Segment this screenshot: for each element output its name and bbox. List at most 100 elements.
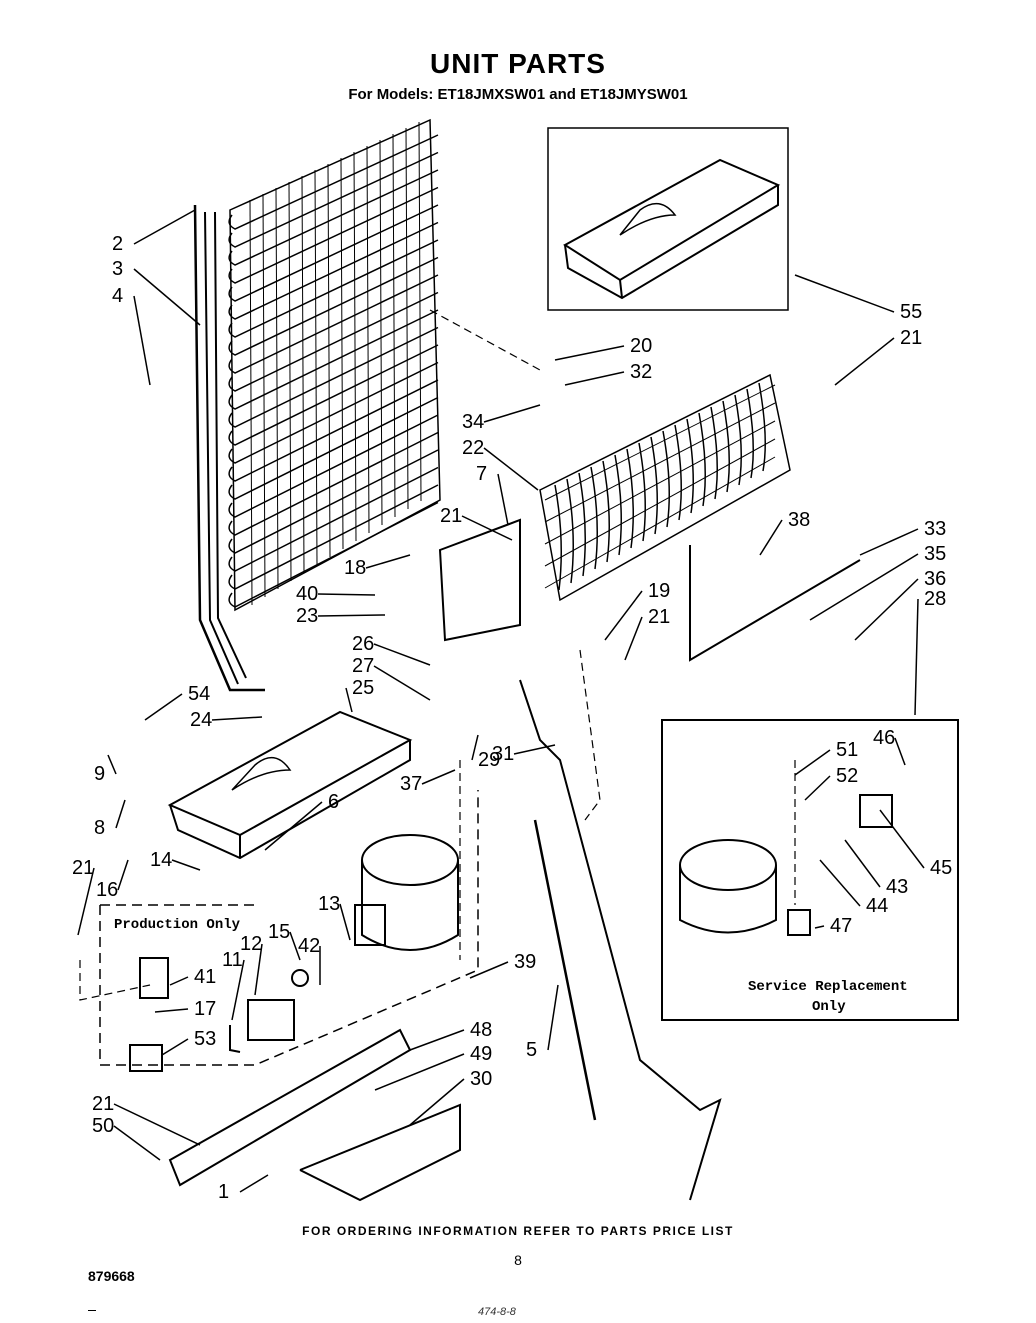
callout-31: 31 bbox=[492, 743, 514, 765]
callout-leader-17 bbox=[154, 1008, 189, 1013]
callout-43: 43 bbox=[886, 876, 908, 898]
callout-32: 32 bbox=[630, 361, 652, 383]
callout-leader-52 bbox=[804, 775, 831, 801]
callout-40: 40 bbox=[296, 583, 318, 605]
callout-leader-34 bbox=[483, 404, 541, 423]
callout-44: 44 bbox=[866, 895, 888, 917]
callout-leader-51 bbox=[794, 749, 831, 776]
part-11 bbox=[229, 1025, 241, 1053]
callout-38: 38 bbox=[788, 509, 810, 531]
tubing-33 bbox=[689, 545, 861, 662]
callout-48: 48 bbox=[470, 1019, 492, 1041]
callout-leader-36 bbox=[854, 578, 919, 641]
callout-37: 37 bbox=[400, 773, 422, 795]
callout-53: 53 bbox=[194, 1028, 216, 1050]
callout-leader-44 bbox=[819, 859, 861, 907]
callout-21: 21 bbox=[648, 606, 670, 628]
callout-34: 34 bbox=[462, 411, 484, 433]
callout-leader-14 bbox=[171, 859, 201, 871]
callout-leader-20 bbox=[554, 345, 625, 361]
compressor-37 bbox=[354, 834, 459, 951]
tube-5 bbox=[533, 819, 597, 1121]
callout-leader-21 bbox=[624, 616, 643, 661]
callout-leader-55 bbox=[794, 274, 895, 313]
callout-29: 29 bbox=[478, 749, 500, 771]
document-number: 879668 bbox=[88, 1268, 135, 1284]
callout-leader-11 bbox=[231, 959, 245, 1021]
callout-51: 51 bbox=[836, 739, 858, 761]
callout-16: 16 bbox=[96, 879, 118, 901]
service-label-2: Only bbox=[812, 999, 846, 1015]
callout-39: 39 bbox=[514, 951, 536, 973]
callout-14: 14 bbox=[150, 849, 172, 871]
page-subtitle: For Models: ET18JMXSW01 and ET18JMYSW01 bbox=[348, 86, 688, 103]
callout-13: 13 bbox=[318, 893, 340, 915]
page-title: UNIT PARTS bbox=[430, 48, 606, 79]
callout-25: 25 bbox=[352, 677, 374, 699]
callout-leader-13 bbox=[339, 903, 351, 941]
callout-leader-35 bbox=[809, 553, 919, 621]
callout-26: 26 bbox=[352, 633, 374, 655]
callout-leader-54 bbox=[144, 693, 183, 721]
callout-9: 9 bbox=[94, 763, 105, 785]
callout-49: 49 bbox=[470, 1043, 492, 1065]
callout-24: 24 bbox=[190, 709, 212, 731]
callout-6: 6 bbox=[328, 791, 339, 813]
callout-19: 19 bbox=[648, 580, 670, 602]
ordering-note: FOR ORDERING INFORMATION REFER TO PARTS … bbox=[302, 1224, 734, 1238]
callout-leader-16 bbox=[117, 859, 129, 891]
callout-leader-28 bbox=[914, 598, 919, 716]
callout-leader-24 bbox=[211, 716, 263, 721]
callout-18: 18 bbox=[344, 557, 366, 579]
callout-leader-43 bbox=[844, 839, 881, 888]
callout-3: 3 bbox=[112, 258, 123, 280]
callout-46: 46 bbox=[873, 727, 895, 749]
callout-28: 28 bbox=[924, 588, 946, 610]
callout-33: 33 bbox=[924, 518, 946, 540]
callout-50: 50 bbox=[92, 1115, 114, 1137]
callout-7: 7 bbox=[476, 463, 487, 485]
callout-leader-32 bbox=[564, 371, 625, 386]
callout-leader-18 bbox=[365, 554, 411, 569]
callout-21: 21 bbox=[440, 505, 462, 527]
callout-8: 8 bbox=[94, 817, 105, 839]
service-replacement-box bbox=[661, 719, 959, 1021]
part-41 bbox=[139, 957, 169, 999]
callout-leader-38 bbox=[759, 519, 783, 556]
callout-leader-50 bbox=[113, 1125, 161, 1161]
callout-leader-45 bbox=[879, 809, 925, 869]
margin-mark bbox=[88, 1310, 96, 1311]
callout-leader-7 bbox=[497, 473, 509, 526]
callout-leader-15 bbox=[289, 931, 301, 961]
callout-21: 21 bbox=[72, 857, 94, 879]
callout-leader-3 bbox=[133, 268, 201, 326]
production-only-label: Production Only bbox=[114, 917, 241, 933]
callout-17: 17 bbox=[194, 998, 216, 1020]
condenser-coil bbox=[193, 118, 441, 692]
callout-leader-29 bbox=[471, 734, 479, 761]
callout-21: 21 bbox=[900, 327, 922, 349]
callout-leader-21 bbox=[461, 515, 513, 541]
base-rail bbox=[168, 1028, 461, 1202]
callout-55: 55 bbox=[900, 301, 922, 323]
callout-leader-46 bbox=[894, 737, 906, 766]
callout-2: 2 bbox=[112, 233, 123, 255]
part-15 bbox=[291, 969, 309, 987]
production-only-box bbox=[99, 790, 479, 1066]
callout-leader-4 bbox=[133, 295, 151, 386]
callout-leader-41 bbox=[169, 976, 189, 986]
callout-leader-9 bbox=[107, 754, 117, 775]
callout-leader-40 bbox=[317, 593, 376, 596]
drain-tray-55 bbox=[563, 158, 781, 300]
coil-bracket bbox=[438, 518, 521, 642]
callout-leader-2 bbox=[133, 209, 196, 245]
callout-leader-8 bbox=[115, 799, 126, 829]
callout-leader-48 bbox=[409, 1029, 465, 1051]
evaporator-coil bbox=[539, 373, 791, 602]
callout-leader-53 bbox=[161, 1038, 189, 1056]
callout-leader-21 bbox=[77, 867, 95, 936]
service-label-1: Service Replacement bbox=[748, 979, 908, 995]
callout-leader-25 bbox=[345, 687, 353, 713]
callout-11: 11 bbox=[222, 949, 243, 971]
